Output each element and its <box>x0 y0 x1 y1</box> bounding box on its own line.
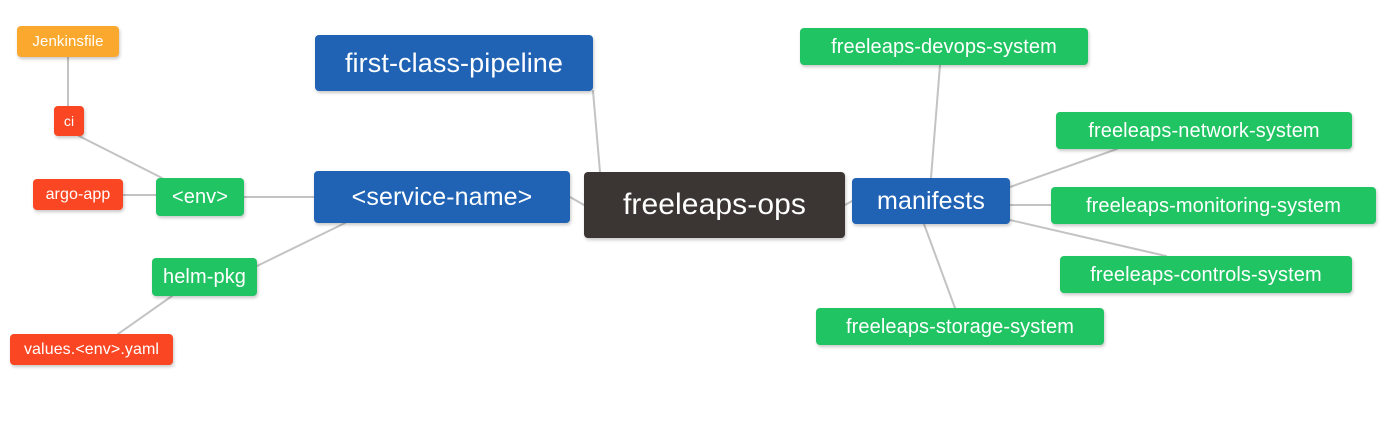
edge-freeleaps-ops-to-manifests <box>844 200 853 206</box>
edge-freeleaps-ops-to-service-name <box>569 196 585 206</box>
node-first-class-pipeline[interactable]: first-class-pipeline <box>315 35 593 91</box>
node-label-service-name: <service-name> <box>351 182 533 211</box>
node-helm-pkg[interactable]: helm-pkg <box>152 258 257 296</box>
node-label-manifests: manifests <box>877 186 985 215</box>
edge-manifests-to-freeleaps-network-system <box>1009 148 1118 188</box>
node-freeleaps-monitoring-system[interactable]: freeleaps-monitoring-system <box>1051 187 1376 224</box>
edge-helm-pkg-to-values-env-yaml <box>117 295 173 335</box>
node-freeleaps-network-system[interactable]: freeleaps-network-system <box>1056 112 1352 149</box>
node-label-values-env-yaml: values.<env>.yaml <box>23 340 160 358</box>
node-label-freeleaps-storage-system: freeleaps-storage-system <box>845 315 1075 338</box>
node-label-argo-app: argo-app <box>45 185 111 203</box>
node-label-helm-pkg: helm-pkg <box>162 266 247 288</box>
node-label-jenkinsfile: Jenkinsfile <box>32 33 104 50</box>
node-label-env: <env> <box>171 186 229 208</box>
node-argo-app[interactable]: argo-app <box>33 179 123 210</box>
node-manifests[interactable]: manifests <box>852 178 1010 224</box>
node-ci[interactable]: ci <box>54 106 84 136</box>
node-label-freeleaps-devops-system: freeleaps-devops-system <box>831 35 1057 58</box>
node-label-first-class-pipeline: first-class-pipeline <box>344 47 564 78</box>
edge-manifests-to-freeleaps-storage-system <box>923 223 956 309</box>
edge-env-to-ci <box>78 135 163 179</box>
edge-manifests-to-freeleaps-devops-system <box>930 64 941 179</box>
node-jenkinsfile[interactable]: Jenkinsfile <box>17 26 119 57</box>
node-label-ci: ci <box>63 113 75 129</box>
node-freeleaps-controls-system[interactable]: freeleaps-controls-system <box>1060 256 1352 293</box>
node-label-freeleaps-network-system: freeleaps-network-system <box>1088 119 1320 142</box>
node-env[interactable]: <env> <box>156 178 244 216</box>
node-label-freeleaps-monitoring-system: freeleaps-monitoring-system <box>1085 194 1341 217</box>
node-values-env-yaml[interactable]: values.<env>.yaml <box>10 334 173 365</box>
node-freeleaps-ops[interactable]: freeleaps-ops <box>584 172 845 238</box>
edge-freeleaps-ops-to-first-class-pipeline <box>592 90 601 173</box>
node-freeleaps-devops-system[interactable]: freeleaps-devops-system <box>800 28 1088 65</box>
node-freeleaps-storage-system[interactable]: freeleaps-storage-system <box>816 308 1104 345</box>
node-service-name[interactable]: <service-name> <box>314 171 570 223</box>
edge-manifests-to-freeleaps-controls-system <box>1009 219 1167 257</box>
node-label-freeleaps-controls-system: freeleaps-controls-system <box>1090 263 1322 286</box>
node-label-freeleaps-ops: freeleaps-ops <box>622 188 807 221</box>
edge-service-name-to-helm-pkg <box>256 222 346 267</box>
